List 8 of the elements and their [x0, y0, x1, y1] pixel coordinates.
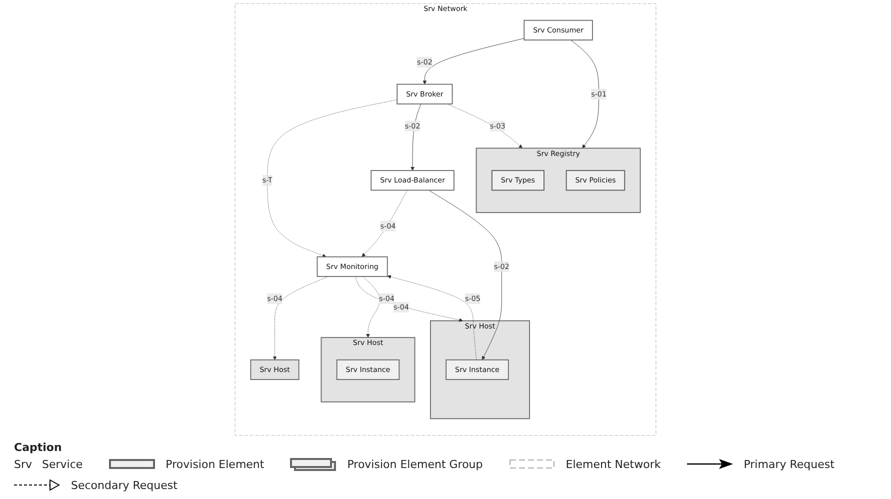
legend-label: Provision Element — [166, 458, 264, 471]
legend-heading: Caption — [14, 441, 62, 454]
legend-label: Primary Request — [744, 458, 834, 471]
legend-label: Secondary Request — [71, 479, 178, 492]
legend-label: Provision Element Group — [347, 458, 483, 471]
legend-label: Element Network — [566, 458, 661, 471]
abbreviation: Srv — [14, 458, 32, 471]
abbreviation-meaning: Service — [42, 458, 83, 471]
